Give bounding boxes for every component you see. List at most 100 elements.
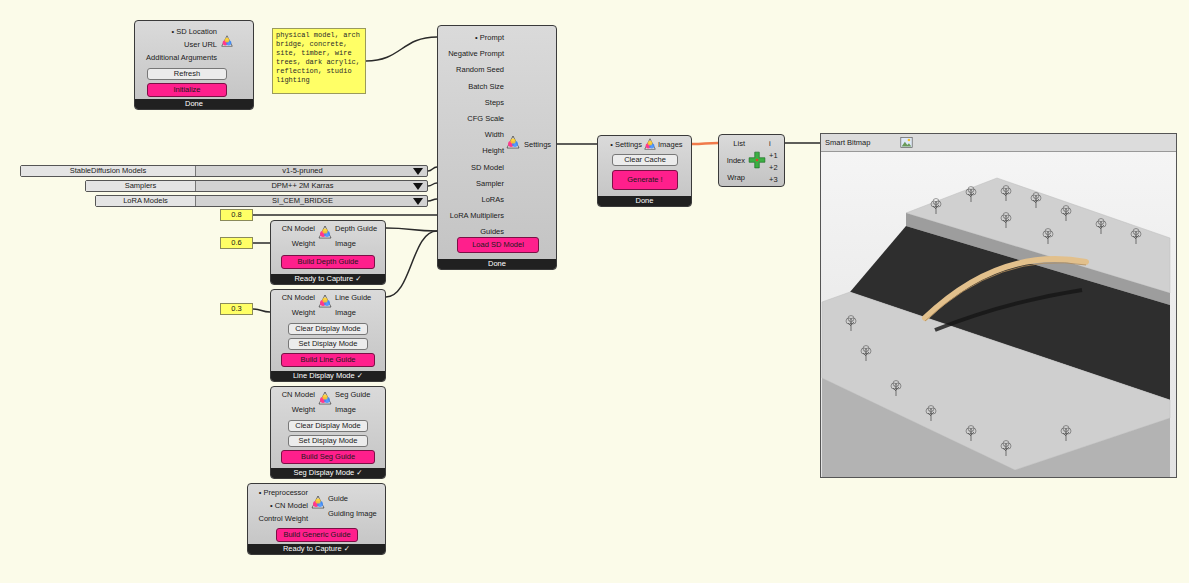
component-button: Build Seg Guide	[281, 450, 375, 464]
wire-trees	[1043, 229, 1053, 245]
button-label: Build Generic Guide	[277, 529, 357, 541]
port-label: Steps	[440, 98, 504, 108]
port-label: Random Seed	[440, 65, 504, 75]
port-label: • SD Location	[135, 27, 217, 37]
dropdown-arrows	[413, 168, 423, 205]
component-button: Build Line Guide	[281, 353, 375, 367]
wire-trees	[846, 186, 1141, 457]
component-icons	[645, 139, 656, 150]
button-label: Build Depth Guide	[282, 256, 374, 268]
grasshopper-component: • SD LocationUser URLAdditional Argument…	[134, 20, 254, 110]
button-label: Build Line Guide	[282, 354, 374, 366]
button-label: Clear Cache	[613, 155, 677, 165]
component-button: Set Display Mode	[288, 338, 368, 350]
data-wire	[692, 143, 718, 144]
viewer-title: Smart Bitmap	[821, 134, 1176, 152]
wire-trees	[1096, 219, 1106, 235]
port-label: i	[769, 139, 784, 149]
status-bar: Done	[135, 99, 253, 109]
grasshopper-component: • Preprocessor• CN ModelControl WeightGu…	[247, 483, 386, 555]
component-icons	[319, 295, 331, 307]
wire-trees	[926, 406, 936, 422]
port-label: +3	[769, 175, 784, 185]
component-icons	[312, 496, 324, 508]
dropdown-arrows	[413, 198, 423, 205]
port-label: Line Guide	[335, 293, 385, 303]
list-value: v1-5-pruned	[196, 166, 409, 176]
bitmap-viewer: Smart Bitmap	[820, 133, 1177, 478]
image-ground	[821, 152, 1176, 477]
bridge-reflection	[935, 290, 1082, 330]
grasshopper-component: CN ModelWeightDepth GuideImageReady to C…	[270, 220, 386, 285]
port-label: +1	[769, 151, 784, 161]
port-label: • Prompt	[440, 33, 504, 43]
data-wire	[428, 183, 437, 186]
wire-trees	[1131, 229, 1141, 245]
component-button: Set Display Mode	[288, 435, 368, 447]
component-button: Clear Cache	[612, 154, 678, 166]
value-list: SamplersDPM++ 2M Karras	[85, 180, 428, 192]
grasshopper-component: CN ModelWeight Line GuideImageLine Displa…	[270, 289, 386, 382]
port-label: Negative Prompt	[440, 49, 504, 59]
dropdown-arrows	[413, 168, 423, 175]
button-label: Generate !	[613, 171, 677, 189]
port-label: Index	[721, 156, 745, 166]
data-wire	[785, 142, 820, 144]
button-label: Build Seg Guide	[282, 451, 374, 463]
dropdown-arrows	[413, 183, 423, 190]
wire-trees	[891, 381, 901, 397]
port-label: List	[721, 139, 745, 149]
wire-trees	[1061, 206, 1071, 222]
port-label: CN Model	[273, 293, 315, 303]
port-label: Weight	[273, 308, 315, 318]
port-label: User URL	[135, 40, 217, 50]
list-name: LoRA Models	[96, 196, 196, 206]
port-label: 0.8	[221, 210, 252, 220]
port-label: Guide	[328, 494, 384, 504]
wire-trees	[846, 316, 856, 332]
component-icons	[901, 138, 912, 148]
port-label: • CN Model	[250, 501, 308, 511]
port-label: • Preprocessor	[250, 488, 308, 498]
data-wire	[253, 242, 270, 244]
port-label: Guiding Image	[328, 509, 384, 519]
port-label: Sampler	[440, 179, 504, 189]
grasshopper-component: ListIndexWrapi+1+2+3	[718, 134, 785, 187]
port-label: Image	[335, 308, 385, 318]
value-list: StableDiffusion Modelsv1-5-pruned	[20, 165, 428, 177]
component-button: Build Depth Guide	[281, 255, 375, 269]
button-label: Refresh	[148, 69, 226, 79]
port-label: +2	[769, 163, 784, 173]
port-label: CN Model	[273, 390, 315, 400]
component-icons	[507, 136, 519, 148]
port-label: Settings	[524, 140, 556, 150]
port-label: Image	[335, 239, 385, 249]
value-list: LoRA ModelsSI_CEM_BRIDGE	[95, 195, 428, 207]
status-bar: Done	[438, 259, 556, 269]
button-label: Clear Display Mode	[289, 421, 367, 431]
status-bar: Ready to Capture ✓	[271, 274, 385, 284]
button-label: Clear Display Mode	[289, 324, 367, 334]
grasshopper-component: CN ModelWeightSeg GuideImageSeg Display …	[270, 386, 386, 479]
wire-trees	[966, 426, 976, 442]
port-label: SD Model	[440, 163, 504, 173]
wire-trees	[931, 199, 941, 215]
port-label: Height	[440, 146, 504, 156]
data-wire	[366, 37, 437, 61]
button-label: Set Display Mode	[289, 436, 367, 446]
number-panel: 0.6	[220, 237, 253, 249]
component-icons	[319, 392, 331, 404]
data-wire	[428, 199, 437, 201]
status-bar: Line Display Mode ✓	[271, 371, 385, 381]
list-name: StableDiffusion Models	[21, 166, 196, 176]
wire-trees	[966, 187, 976, 203]
data-wire	[386, 228, 437, 231]
grasshopper-component: • SettingsImagesDoneClear CacheGenerate …	[597, 135, 692, 207]
component-icons	[319, 226, 331, 238]
port-label: 0.3	[221, 304, 252, 314]
status-bar: Seg Display Mode ✓	[271, 468, 385, 478]
timber-bridge	[925, 259, 1086, 318]
port-label: Weight	[273, 239, 315, 249]
text-panel: physical model, arch bridge, concrete, s…	[272, 28, 366, 94]
